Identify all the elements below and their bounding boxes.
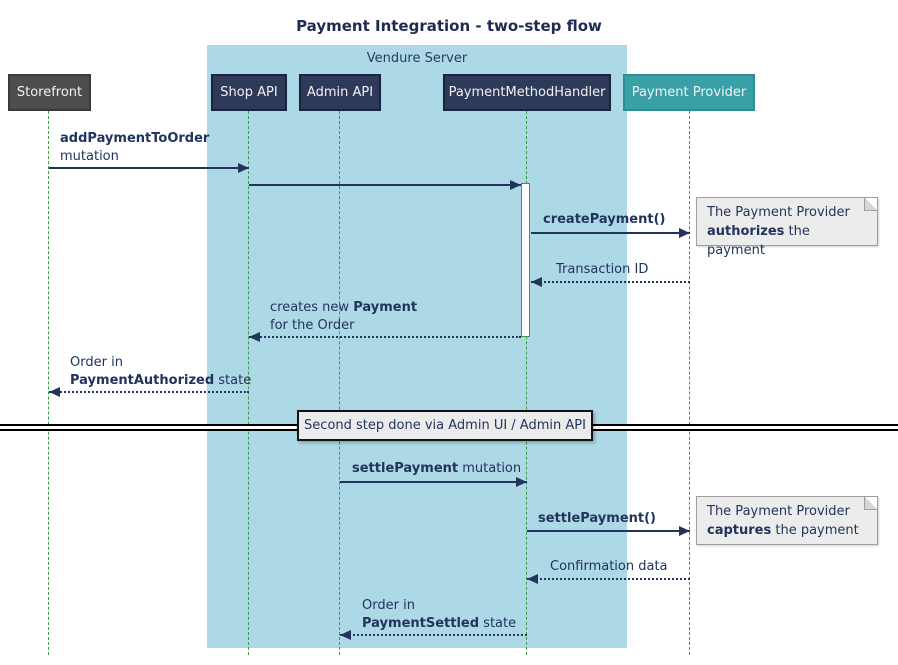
- message-label-createpayment: createPayment(): [543, 211, 665, 229]
- message-text: mutation: [458, 461, 522, 476]
- participant-label: Payment Provider: [631, 85, 747, 100]
- message-label-settlepayment-mutation: settlePayment mutation: [352, 460, 521, 478]
- participant-storefront: Storefront: [8, 74, 91, 111]
- message-label-confirmation-data: Confirmation data: [550, 558, 668, 576]
- activation-bar: [521, 183, 530, 337]
- participant-payment-provider: Payment Provider: [623, 74, 755, 111]
- arrow-confirmation-data: [527, 574, 690, 584]
- diagram-title: Payment Integration - two-step flow: [296, 17, 602, 35]
- note-text-bold: authorizes: [707, 224, 785, 239]
- message-text: mutation: [60, 149, 119, 164]
- message-label-addpaymenttoorder: addPaymentToOrder mutation: [60, 130, 209, 166]
- arrow-shopapi-to-handler: [249, 180, 521, 190]
- arrow-settlepayment-call: [527, 526, 690, 536]
- note-text: the payment: [707, 224, 810, 258]
- message-text: Confirmation data: [550, 559, 668, 574]
- lifeline-shop-api: [248, 111, 249, 655]
- message-label-settlepayment-call: settlePayment(): [538, 510, 656, 528]
- message-text-bold: settlePayment: [352, 461, 459, 476]
- message-label-payment-settled: Order in PaymentSettled state: [362, 597, 516, 633]
- message-text: Transaction ID: [556, 262, 649, 277]
- note-captures: The Payment Provider captures the paymen…: [696, 496, 878, 545]
- arrow-payment-settled: [340, 630, 527, 640]
- message-text-bold: addPaymentToOrder: [60, 131, 210, 146]
- arrow-transaction-id: [531, 277, 690, 287]
- note-text: The Payment Provider: [707, 205, 850, 220]
- note-text: The Payment Provider: [707, 504, 850, 519]
- lifeline-admin-api: [339, 111, 340, 655]
- note-fold-corner-icon: [864, 497, 877, 510]
- arrow-addpaymenttoorder: [49, 163, 249, 173]
- message-text: for the Order: [270, 318, 355, 333]
- message-text-bold: PaymentAuthorized: [70, 373, 215, 388]
- message-text: Order in: [70, 355, 123, 370]
- lifeline-payment-method-handler: [526, 111, 527, 655]
- message-text-bold: Payment: [353, 300, 418, 315]
- note-fold-corner-icon: [864, 198, 877, 211]
- arrow-creates-payment: [249, 332, 521, 342]
- participant-label: PaymentMethodHandler: [448, 85, 606, 100]
- message-text-bold: PaymentSettled: [362, 616, 480, 631]
- message-label-transaction-id: Transaction ID: [556, 261, 648, 279]
- arrow-createpayment: [531, 228, 690, 238]
- message-text: Order in: [362, 598, 415, 613]
- message-label-payment-authorized: Order in PaymentAuthorized state: [70, 354, 251, 390]
- note-text-bold: captures: [707, 523, 772, 538]
- note-authorizes: The Payment Provider authorizes the paym…: [696, 197, 878, 258]
- divider-label: Second step done via Admin UI / Admin AP…: [297, 410, 593, 441]
- message-text-bold: createPayment(): [543, 212, 666, 227]
- message-text: creates new: [270, 300, 354, 315]
- lifeline-storefront: [48, 111, 49, 655]
- note-text: the payment: [771, 523, 859, 538]
- participant-payment-method-handler: PaymentMethodHandler: [443, 74, 611, 111]
- lifeline-payment-provider: [689, 111, 690, 655]
- participant-label: Admin API: [306, 85, 374, 100]
- participant-label: Shop API: [220, 85, 278, 100]
- message-text: state: [214, 373, 252, 388]
- participant-label: Storefront: [16, 85, 83, 100]
- vendure-server-label: Vendure Server: [366, 51, 468, 66]
- message-text-bold: settlePayment(): [538, 511, 656, 526]
- message-text: state: [479, 616, 517, 631]
- arrow-settlepayment-mutation: [340, 477, 527, 487]
- message-label-creates-payment: creates new Payment for the Order: [270, 299, 417, 335]
- participant-admin-api: Admin API: [299, 74, 381, 111]
- arrow-payment-authorized: [49, 387, 249, 397]
- vendure-server-frame: [207, 45, 627, 648]
- participant-shop-api: Shop API: [211, 74, 287, 111]
